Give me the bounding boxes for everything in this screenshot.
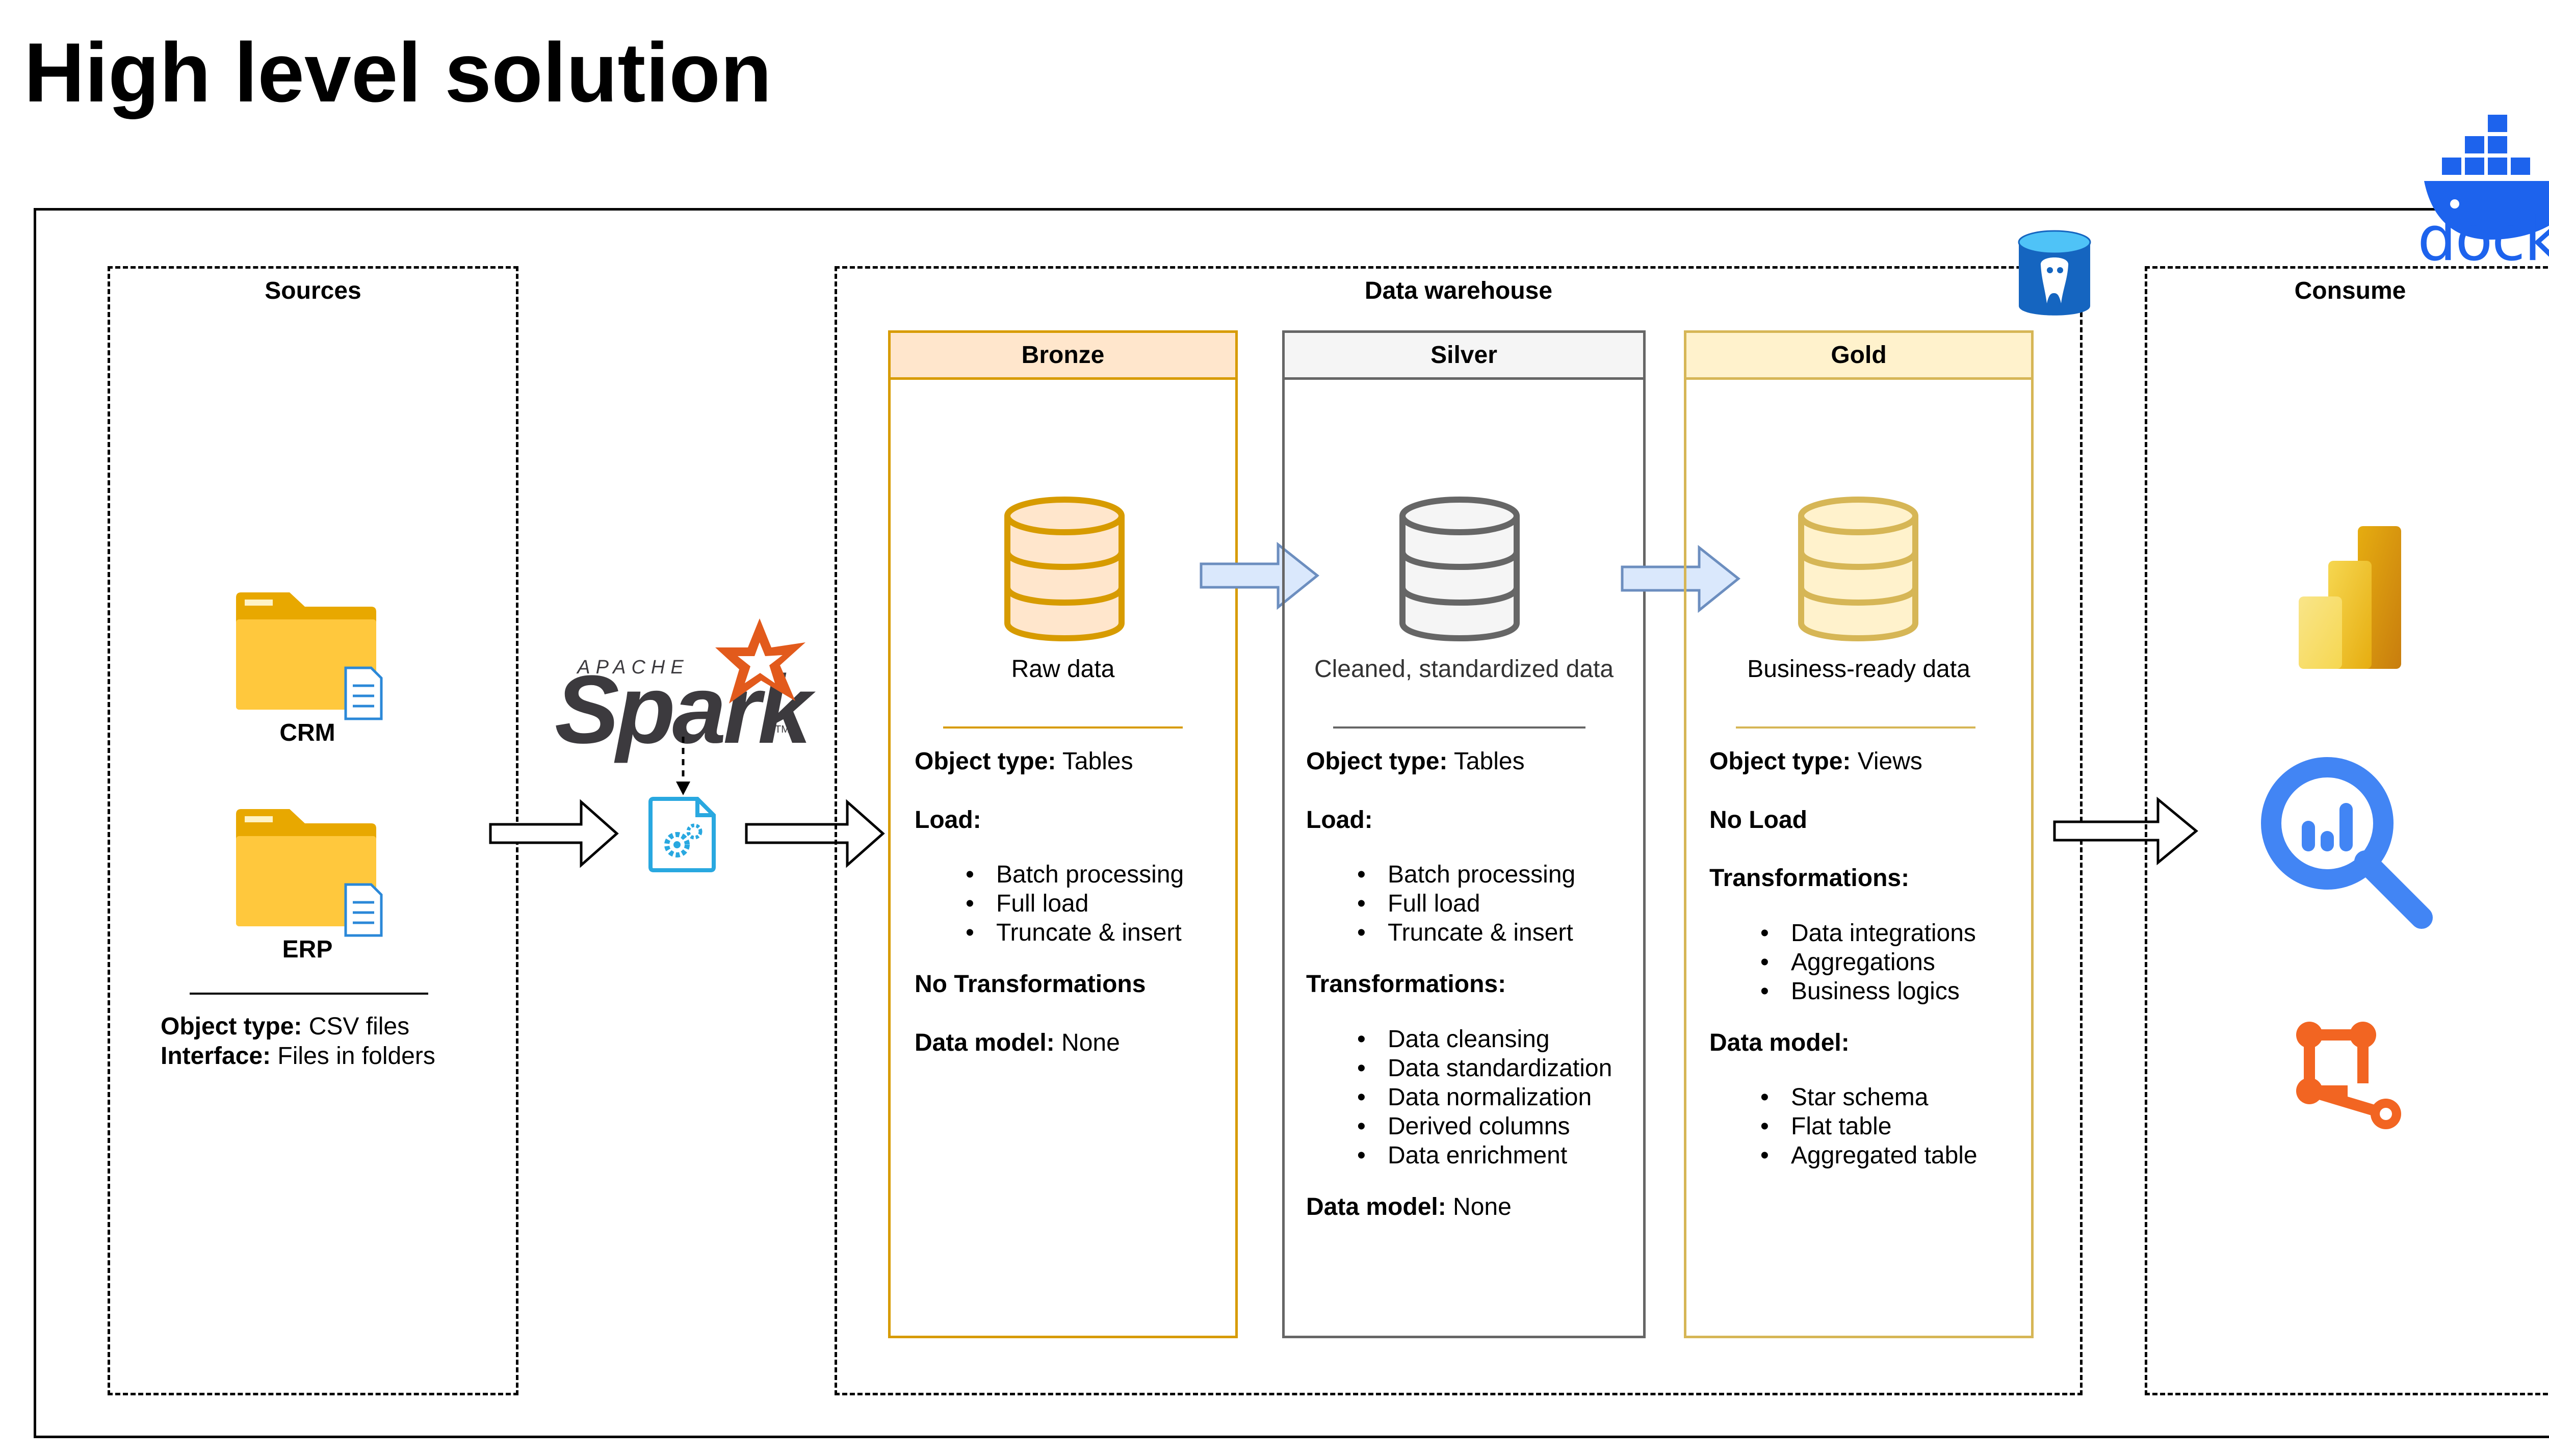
silver-object-type-value: Tables [1447, 748, 1525, 775]
gold-data-model-key: Data model: [1709, 1029, 1850, 1056]
gold-caption: Business-ready data [1747, 656, 1970, 683]
list-item: Aggregated table [1709, 1141, 2025, 1170]
list-item: Data enrichment [1306, 1141, 1632, 1170]
silver-divider [1333, 726, 1585, 729]
power-bi-icon[interactable] [2297, 525, 2404, 670]
bronze-data-model-key: Data model: [915, 1029, 1055, 1056]
list-item: Aggregations [1709, 948, 2025, 977]
graph-tool-icon[interactable] [2286, 1015, 2409, 1137]
gold-layer[interactable]: Gold [1684, 330, 2034, 1338]
spark-star-icon [715, 618, 805, 704]
gold-transformations-key: Transformations: [1709, 865, 1910, 892]
crm-label: CRM [279, 719, 335, 746]
list-item: Full load [915, 889, 1231, 918]
postgresql-icon [2018, 230, 2091, 316]
list-item: Data cleansing [1306, 1025, 1632, 1054]
object-type-value: CSV files [302, 1013, 410, 1040]
interface-value: Files in folders [271, 1042, 435, 1070]
spark-job-icon[interactable] [646, 797, 718, 872]
silver-data-model-key: Data model: [1306, 1193, 1446, 1220]
arrow-spark-to-warehouse [745, 799, 885, 868]
arrow-bronze-to-silver [1200, 541, 1320, 610]
list-item: Flat table [1709, 1112, 2025, 1141]
bronze-caption: Raw data [1011, 656, 1115, 683]
gold-database-icon [1798, 497, 1918, 641]
silver-data-model-value: None [1446, 1193, 1512, 1220]
list-item: Full load [1306, 889, 1632, 918]
data-warehouse-title: Data warehouse [1364, 277, 1553, 304]
bronze-header: Bronze [891, 333, 1235, 380]
list-item: Batch processing [1306, 860, 1632, 889]
spark-tm: TM [775, 724, 790, 735]
arrow-sources-to-spark [489, 799, 619, 868]
silver-database-icon [1399, 497, 1520, 641]
bronze-load-key: Load: [915, 806, 981, 834]
gold-header: Gold [1686, 333, 2031, 380]
list-item: Truncate & insert [1306, 918, 1632, 947]
sources-divider [190, 993, 428, 995]
spark-dashed-connector [676, 737, 690, 795]
interface-key: Interface: [161, 1042, 271, 1070]
bronze-transformations: No Transformations [915, 971, 1146, 998]
bronze-data-model-value: None [1054, 1029, 1120, 1056]
bigquery-icon[interactable] [2258, 755, 2437, 933]
silver-details: Object type: Tables Load: Batch processi… [1306, 747, 1632, 1221]
list-item: Data normalization [1306, 1083, 1632, 1112]
sources-title: Sources [265, 277, 361, 304]
gold-object-type-value: Views [1851, 748, 1922, 775]
sources-details: Object type: CSV files Interface: Files … [161, 1012, 507, 1071]
gold-data-model-list: Star schema Flat table Aggregated table [1709, 1083, 2025, 1170]
bronze-details: Object type: Tables Load: Batch processi… [915, 747, 1231, 1057]
erp-label: ERP [282, 936, 333, 963]
list-item: Batch processing [915, 860, 1231, 889]
list-item: Derived columns [1306, 1112, 1632, 1141]
object-type-key: Object type: [161, 1013, 302, 1040]
list-item: Truncate & insert [915, 918, 1231, 947]
bronze-layer[interactable]: Bronze [888, 330, 1238, 1338]
arrow-warehouse-to-consume [2053, 796, 2198, 866]
crm-folder-icon[interactable] [233, 591, 397, 724]
list-item: Data standardization [1306, 1054, 1632, 1083]
gold-details: Object type: Views No Load Transformatio… [1709, 747, 2025, 1170]
silver-header: Silver [1285, 333, 1643, 380]
page-title: High level solution [24, 25, 772, 119]
gold-object-type-key: Object type: [1709, 748, 1851, 775]
silver-load-key: Load: [1306, 806, 1373, 834]
spark-apache-text: APACHE [577, 657, 689, 678]
bronze-object-type-value: Tables [1056, 748, 1133, 775]
docker-logo-icon [2424, 115, 2549, 240]
bronze-object-type-key: Object type: [915, 748, 1056, 775]
bronze-load-list: Batch processing Full load Truncate & in… [915, 860, 1231, 947]
silver-caption: Cleaned, standardized data [1314, 656, 1614, 683]
consume-box [2145, 266, 2549, 1395]
erp-folder-icon[interactable] [233, 808, 397, 941]
docker-wordmark: docker [2417, 204, 2549, 275]
silver-load-list: Batch processing Full load Truncate & in… [1306, 860, 1632, 947]
list-item: Data integrations [1709, 919, 2025, 948]
silver-object-type-key: Object type: [1306, 748, 1448, 775]
arrow-silver-to-gold [1621, 544, 1741, 613]
list-item: Business logics [1709, 977, 2025, 1006]
silver-transformation-list: Data cleansing Data standardization Data… [1306, 1025, 1632, 1170]
silver-transformations-key: Transformations: [1306, 971, 1506, 998]
gold-load: No Load [1709, 806, 1807, 834]
diagram-frame [34, 208, 2549, 1438]
gold-transformation-list: Data integrations Aggregations Business … [1709, 919, 2025, 1006]
bronze-database-icon [1004, 497, 1125, 641]
bronze-divider [943, 726, 1183, 729]
gold-divider [1736, 726, 1975, 729]
consume-title: Consume [2294, 277, 2406, 304]
list-item: Star schema [1709, 1083, 2025, 1112]
silver-layer[interactable]: Silver [1282, 330, 1646, 1338]
